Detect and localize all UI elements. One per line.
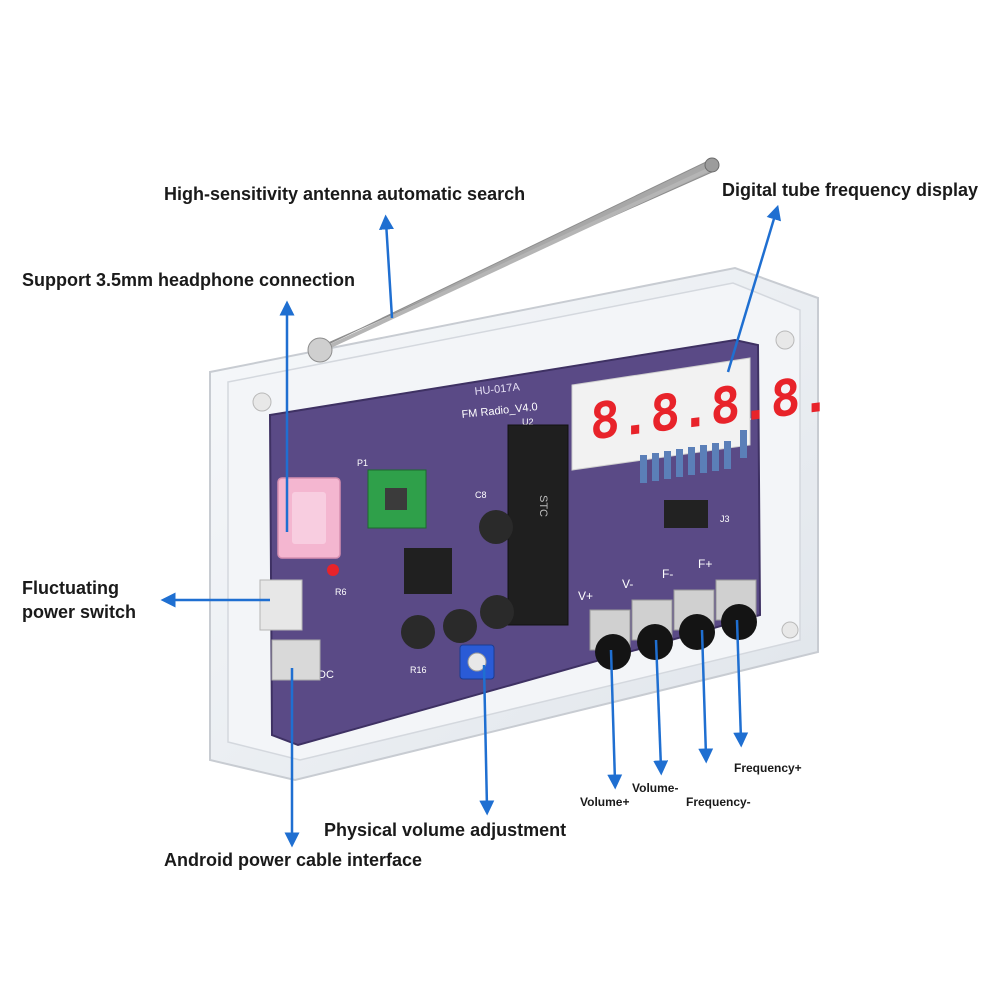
arrow-display xyxy=(726,204,782,373)
red-led xyxy=(327,564,339,576)
dc-port xyxy=(271,639,321,681)
pcb-top-text: HU-017A xyxy=(474,381,521,398)
resistor-array xyxy=(640,430,747,483)
arrow-volume-minus xyxy=(653,639,669,776)
label-headphone: Support 3.5mm headphone connection xyxy=(22,270,356,290)
pcb-p1-text: P1 xyxy=(357,458,368,468)
label-volume-adjust: Physical volume adjustment xyxy=(324,820,567,840)
arrow-volume-adjust xyxy=(479,664,495,816)
label-frequency-minus: Frequency- xyxy=(686,795,751,809)
label-display: Digital tube frequency display xyxy=(722,180,979,200)
headphone-jack xyxy=(277,477,341,559)
pcb-r16-text: R16 xyxy=(410,665,427,675)
btn-label-vplus: V+ xyxy=(578,589,593,603)
power-switch xyxy=(259,579,303,631)
label-antenna: High-sensitivity antenna automatic searc… xyxy=(164,184,526,204)
arrow-frequency-minus xyxy=(698,629,714,764)
chip-text: STC xyxy=(537,495,549,517)
mcu-chip: STC xyxy=(507,424,569,626)
callout-arrows xyxy=(160,204,782,848)
capacitors xyxy=(401,510,514,649)
btn-label-vminus: V- xyxy=(622,577,633,591)
pcb-j3-text: J3 xyxy=(720,514,730,524)
label-frequency-plus: Frequency+ xyxy=(734,761,802,775)
label-switch-line1: Fluctuating xyxy=(22,578,119,598)
fm-module xyxy=(367,469,427,529)
label-android-power: Android power cable interface xyxy=(164,850,423,870)
pcb-u2-text: U2 xyxy=(522,417,534,427)
telescopic-antenna xyxy=(307,157,720,363)
btn-label-fplus: F+ xyxy=(698,557,712,571)
ic-driver xyxy=(664,500,708,528)
small-chip xyxy=(404,548,452,594)
label-switch-line2: power switch xyxy=(22,602,137,622)
button-labels: V+ V- F- F+ xyxy=(578,557,712,603)
btn-label-fminus: F- xyxy=(662,567,673,581)
pcb-dc-text: DC xyxy=(318,669,334,681)
arrow-antenna xyxy=(378,214,394,319)
pcb-c8-text: C8 xyxy=(475,490,487,500)
arrow-frequency-plus xyxy=(733,619,749,748)
pcb-r6-text: R6 xyxy=(335,587,347,597)
arrow-volume-plus xyxy=(607,649,623,790)
label-volume-minus: Volume- xyxy=(632,781,679,795)
label-volume-plus: Volume+ xyxy=(580,795,630,809)
